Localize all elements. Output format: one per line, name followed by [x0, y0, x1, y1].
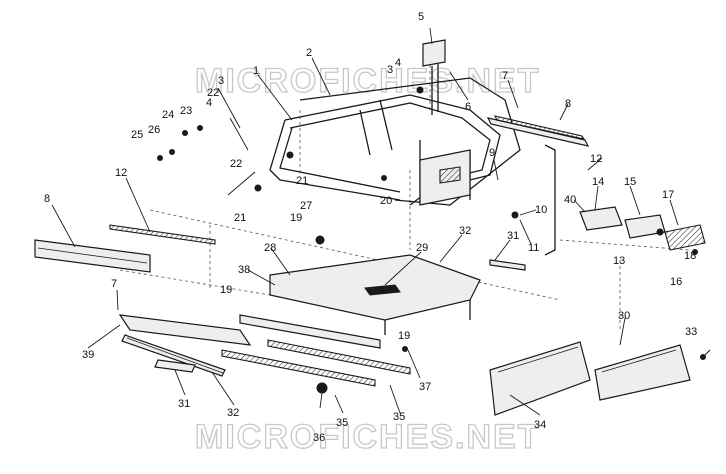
callout-17: 17: [662, 189, 674, 201]
callout-18: 18: [684, 250, 696, 262]
part-34-side-panel: [489, 341, 591, 416]
callout-labels: 1 2 3 3 4 4 5 6 7 7 8 8 9 10 11 12 12 13…: [44, 11, 697, 444]
callout-33: 33: [685, 326, 697, 338]
callout-20: 20: [380, 195, 392, 207]
callout-35a: 35: [336, 417, 348, 429]
watermark-top: MICROFICHES.NET: [195, 62, 540, 100]
part-31-right-strip: [489, 259, 526, 271]
callout-15: 15: [624, 176, 636, 188]
callout-19c: 19: [398, 330, 410, 342]
callout-37: 37: [419, 381, 431, 393]
callout-9: 9: [489, 147, 495, 159]
callout-31b: 31: [178, 398, 190, 410]
callout-30: 30: [618, 310, 630, 322]
part-1-frame: [269, 94, 501, 206]
callout-40: 40: [564, 194, 576, 206]
callout-23: 23: [180, 105, 192, 117]
callout-4b: 4: [395, 57, 401, 69]
callout-7b: 7: [111, 278, 117, 290]
callout-25: 25: [131, 129, 143, 141]
leader-lines: [51, 27, 711, 416]
part-12-wire: [544, 144, 556, 256]
callout-10: 10: [535, 204, 547, 216]
callout-1: 1: [253, 65, 259, 77]
callout-11: 11: [528, 242, 539, 254]
callout-21b: 21: [234, 212, 246, 224]
part-32-lower-rail: [121, 334, 226, 377]
callout-22b: 22: [230, 158, 242, 170]
callout-31a: 31: [507, 230, 519, 242]
callout-28: 28: [264, 242, 276, 254]
callout-8b: 8: [44, 193, 50, 205]
callout-32b: 32: [227, 407, 239, 419]
callout-7a: 7: [502, 70, 508, 82]
watermark-bottom: MICROFICHES.NET: [195, 418, 540, 456]
part-8-left-rail: [34, 239, 151, 273]
callout-29: 29: [416, 242, 428, 254]
callout-27: 27: [300, 200, 312, 212]
callout-36: 36: [313, 432, 325, 444]
callout-24: 24: [162, 109, 174, 121]
callout-14: 14: [592, 176, 604, 188]
callout-8a: 8: [565, 98, 571, 110]
callout-26: 26: [148, 124, 160, 136]
callout-16: 16: [670, 276, 682, 288]
callout-32a: 32: [459, 225, 471, 237]
callout-5: 5: [418, 11, 424, 23]
callout-12a: 12: [590, 153, 602, 165]
part-39-plate: [118, 314, 252, 346]
callout-3b: 3: [387, 64, 393, 76]
callout-6: 6: [465, 101, 471, 113]
callout-2: 2: [306, 47, 312, 59]
part-38-plate: [239, 314, 381, 349]
callout-39: 39: [82, 349, 94, 361]
callout-21a: 21: [296, 175, 308, 187]
callout-19b: 19: [220, 284, 232, 296]
part-8-right-rail: [486, 115, 590, 147]
fasteners: [157, 86, 706, 394]
callout-34: 34: [534, 419, 546, 431]
part-12-left-strip: [109, 224, 216, 245]
part-5-bracket: [422, 39, 446, 115]
part-35-rails: [221, 339, 411, 387]
callout-19a: 19: [290, 212, 302, 224]
callout-12b: 12: [115, 167, 127, 179]
part-31-lower-strip: [154, 359, 196, 373]
callout-38: 38: [238, 264, 250, 276]
taillight-assembly: [579, 206, 706, 255]
part-32-deck-plate: [269, 254, 481, 335]
part-30-side-panel: [594, 344, 691, 401]
callout-22a: 22: [207, 87, 219, 99]
callout-13: 13: [613, 255, 625, 267]
callout-4a: 4: [206, 97, 212, 109]
callout-35b: 35: [393, 411, 405, 423]
callout-3a: 3: [218, 75, 224, 87]
